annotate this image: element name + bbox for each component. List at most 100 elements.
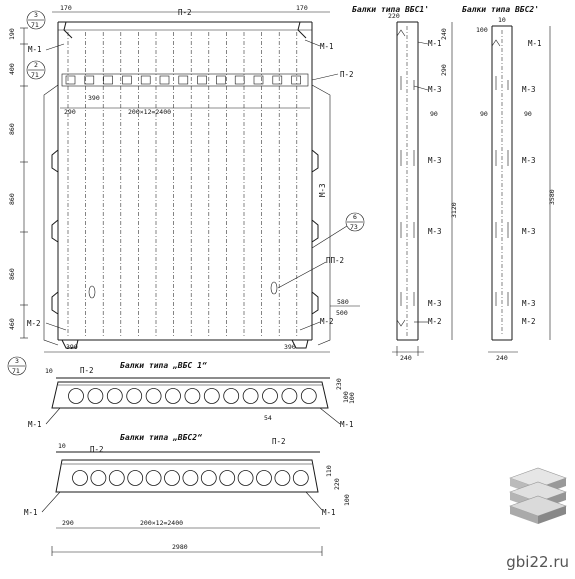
svg-text:220: 220 [388,12,400,20]
svg-text:3120: 3120 [450,202,458,218]
svg-text:200×12=2400: 200×12=2400 [140,519,183,527]
svg-text:2: 2 [34,61,38,69]
svg-text:М-1: М-1 [428,39,442,48]
svg-text:90: 90 [480,110,488,118]
svg-text:200×12=2400: 200×12=2400 [128,108,171,116]
svg-text:230: 230 [335,378,343,390]
void-hole [145,470,162,486]
svg-text:860: 860 [8,193,16,205]
void-hole [219,470,236,486]
svg-text:М-2: М-2 [522,317,536,326]
side-view-2 [488,25,518,353]
svg-text:290: 290 [64,108,76,116]
void-hole [274,470,291,486]
opening [253,75,264,85]
title-vbs2: Балки типа „ВБС2“ [120,433,202,442]
opening [291,75,301,85]
opening [84,75,95,85]
site-logo [509,467,567,524]
dim-170-right: 170 [296,4,308,12]
opening [65,75,76,85]
svg-text:100: 100 [342,391,350,403]
main-elevation [43,21,331,349]
callout-2-71: 2 71 [26,60,46,80]
svg-text:240: 240 [496,354,508,362]
left-dimension-chain: 190 400 860 860 860 460 [8,27,28,339]
void-hole [184,388,201,404]
opening [197,75,207,85]
void-hole [223,388,240,404]
void-hole [281,388,298,404]
svg-text:390: 390 [66,343,78,351]
svg-text:М-1: М-1 [340,420,354,429]
label-p2-top: П-2 [178,8,192,17]
label-p2-right: П-2 [340,70,354,79]
svg-text:54: 54 [264,414,272,422]
svg-text:73: 73 [350,223,358,231]
svg-text:П-2: П-2 [90,445,104,454]
opening [272,75,283,85]
void-hole [237,470,254,486]
svg-text:100: 100 [476,26,488,34]
svg-text:71: 71 [31,21,39,29]
label-m1-left: М-1 [28,45,42,54]
svg-text:М-3: М-3 [428,156,442,165]
callout-6-73: 6 73 [311,212,365,249]
svg-text:290: 290 [62,519,74,527]
svg-text:100: 100 [348,392,356,404]
label-m1-right: М-1 [320,42,334,51]
svg-text:П-2: П-2 [272,437,286,446]
void-hole [300,388,317,404]
svg-text:М-2: М-2 [428,317,442,326]
label-pp2: ПП-2 [326,256,344,265]
void-hole [200,470,217,486]
plan-vbs1 [51,377,330,409]
svg-text:М-3: М-3 [428,227,442,236]
svg-text:860: 860 [8,123,16,135]
svg-text:240: 240 [440,28,448,40]
callout-3-71-top: 3 71 [26,10,46,30]
void-hole [68,388,84,404]
svg-text:М-3: М-3 [522,299,536,308]
svg-text:3580: 3580 [548,189,556,205]
svg-text:220: 220 [333,478,341,490]
svg-text:М-1: М-1 [322,508,336,517]
dim-170-left: 170 [60,4,72,12]
svg-text:71: 71 [12,367,20,375]
watermark-text: gbi22.ru [506,553,569,571]
svg-text:100: 100 [343,494,351,506]
void-hole [126,388,143,404]
bottom-dims-plan2: 290 200×12=2400 2980 [51,519,323,556]
label-m3-vertical: М-3 [318,183,327,197]
svg-text:10: 10 [498,16,506,24]
void-hole [90,470,107,486]
svg-text:М-1: М-1 [28,420,42,429]
svg-text:290: 290 [440,64,448,76]
opening [122,75,132,85]
void-hole [242,388,259,404]
opening [178,75,189,85]
void-hole [87,388,104,404]
hatching [67,32,298,338]
svg-text:М-3: М-3 [428,85,442,94]
svg-text:10: 10 [58,442,66,450]
svg-text:М-1: М-1 [24,508,38,517]
void-hole [106,388,123,404]
opening [159,75,170,85]
svg-text:3: 3 [15,357,19,365]
bottom-dims-main: 390 390 580 500 [44,298,360,353]
svg-text:240: 240 [400,354,412,362]
void-hole [203,388,220,404]
void-hole [127,470,144,486]
title-vbs2-side: Балки типа ВБС2' [462,5,539,14]
svg-text:3: 3 [34,11,38,19]
void-hole [164,470,180,486]
svg-text:10: 10 [45,367,53,375]
svg-text:71: 71 [31,71,39,79]
svg-text:2980: 2980 [172,543,188,551]
opening [140,75,151,85]
svg-text:110: 110 [325,465,333,477]
void-hole [145,388,162,404]
